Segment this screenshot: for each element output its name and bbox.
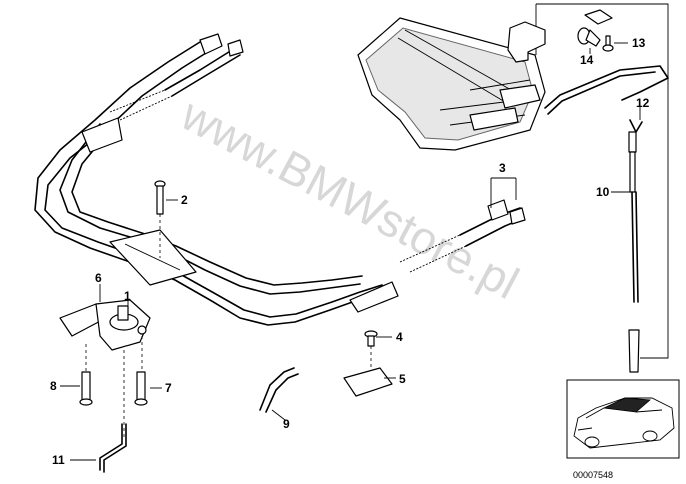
part-7-screw	[134, 371, 148, 406]
leader-lines	[60, 42, 641, 461]
callout-4: 4	[396, 330, 403, 344]
callout-14: 14	[580, 53, 594, 67]
car-thumbnail	[566, 379, 680, 459]
part-14-clip	[577, 9, 613, 47]
callout-12: 12	[636, 96, 650, 110]
callout-11: 11	[52, 453, 65, 467]
cable-12-path	[544, 65, 669, 109]
cable-assembly	[34, 33, 526, 326]
callout-3: 3	[499, 161, 506, 175]
part-11-crank	[99, 423, 127, 473]
roof-bracket	[507, 21, 546, 63]
part-13-screw	[602, 35, 614, 52]
part-5-plate	[343, 367, 393, 397]
callout-8: 8	[50, 379, 57, 393]
callout-2: 2	[181, 193, 188, 207]
part-2-rivet	[154, 180, 166, 258]
part-10-rod	[628, 119, 643, 373]
part-8-screw	[79, 371, 93, 406]
callout-10: 10	[596, 185, 610, 199]
part-6-motor	[59, 299, 151, 440]
part-9-hose	[259, 367, 299, 413]
roof-frame-illustration	[357, 17, 546, 151]
callout-6: 6	[95, 271, 102, 285]
callout-9: 9	[283, 417, 290, 431]
reference-number: 00007548	[573, 470, 613, 480]
callout-13: 13	[632, 36, 646, 50]
part-4-screw	[364, 330, 378, 372]
callout-5: 5	[399, 372, 406, 386]
callout-1: 1	[124, 289, 131, 303]
callout-7: 7	[165, 381, 172, 395]
